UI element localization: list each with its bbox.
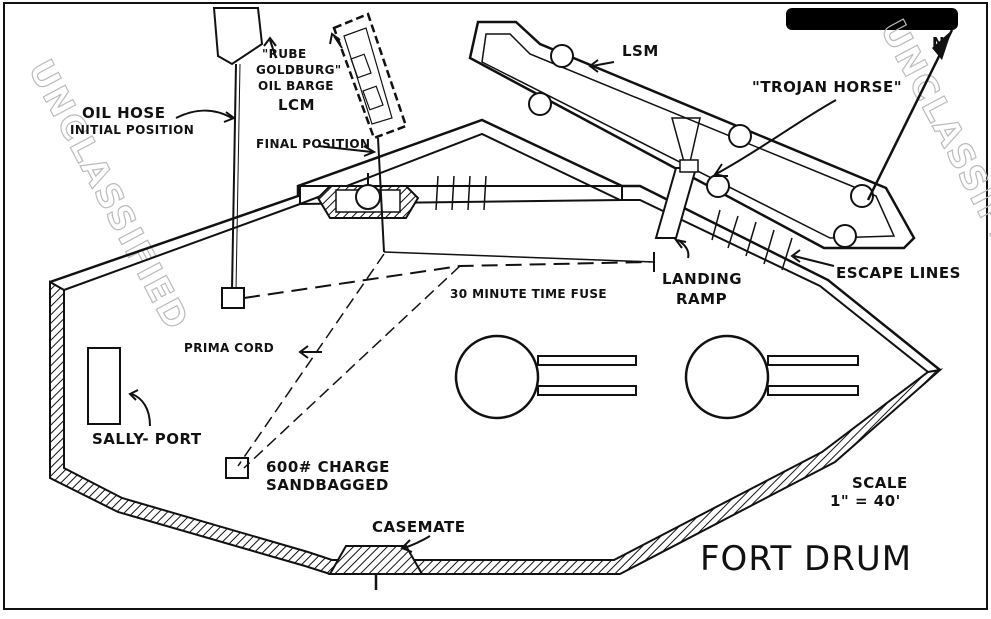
- label-trojan-horse: "TROJAN HORSE": [752, 78, 902, 96]
- landing-ramp: [654, 167, 698, 239]
- label-lcm: LCM: [278, 96, 315, 114]
- prima-cord-line-1: [237, 253, 385, 467]
- gun-turret-right: [684, 334, 859, 420]
- initial-barge-outline: [212, 7, 264, 66]
- label-oil-hose-2: INITIAL POSITION: [70, 123, 194, 137]
- label-landing-ramp-1: LANDING: [662, 270, 742, 288]
- fort-deck-outline: [49, 118, 941, 371]
- gun-turret-left: [454, 334, 637, 420]
- trojan-horse-box: [679, 159, 699, 173]
- label-casemate: CASEMATE: [372, 518, 466, 536]
- hose-to-ramp: [383, 251, 655, 263]
- scale-line-1: SCALE: [852, 474, 908, 492]
- initial-charge-box: [221, 287, 245, 309]
- parapet-rail: [299, 185, 623, 206]
- leader-arrows: [128, 32, 837, 553]
- label-final-position: FINAL POSITION: [256, 137, 370, 151]
- redaction-bar: [786, 8, 958, 30]
- north-arrow-icon: N: [866, 29, 954, 201]
- page-border: [3, 2, 988, 610]
- label-time-fuse: 30 MINUTE TIME FUSE: [450, 287, 607, 301]
- oil-hose-initial: [231, 63, 237, 291]
- label-charge-2: SANDBAGGED: [266, 476, 389, 494]
- label-sally-port: SALLY- PORT: [92, 430, 202, 448]
- oil-barge-lcm: [332, 12, 408, 140]
- rail-ticks: [435, 175, 487, 211]
- diagram-title: FORT DRUM: [700, 539, 912, 579]
- label-lsm: LSM: [622, 42, 659, 60]
- casemate-structure: [328, 545, 424, 575]
- scale-line-2: 1" = 40': [830, 492, 901, 510]
- charge-box-600: [225, 457, 249, 479]
- label-rube-3: OIL BARGE: [258, 79, 334, 93]
- lsm-ship: [468, 20, 916, 250]
- svg-text:N: N: [932, 34, 945, 52]
- prima-cord-line-2: [243, 265, 461, 469]
- label-oil-hose-1: OIL HOSE: [82, 104, 165, 122]
- label-rube-2: GOLDBURG": [256, 63, 342, 77]
- label-charge-1: 600# CHARGE: [266, 458, 390, 476]
- fort-wall-hatched: [49, 280, 944, 575]
- label-rube-1: "RUBE: [262, 47, 307, 61]
- searchlight-icon: [355, 184, 381, 210]
- label-escape-lines: ESCAPE LINES: [836, 264, 961, 282]
- escape-lines: [711, 209, 793, 271]
- label-landing-ramp-2: RAMP: [676, 290, 727, 308]
- oil-hose-final: [377, 137, 385, 253]
- label-prima-cord: PRIMA CORD: [184, 341, 274, 355]
- watermark-left: UNCLASSIFIED: [20, 53, 196, 337]
- sally-port-opening: [87, 347, 121, 425]
